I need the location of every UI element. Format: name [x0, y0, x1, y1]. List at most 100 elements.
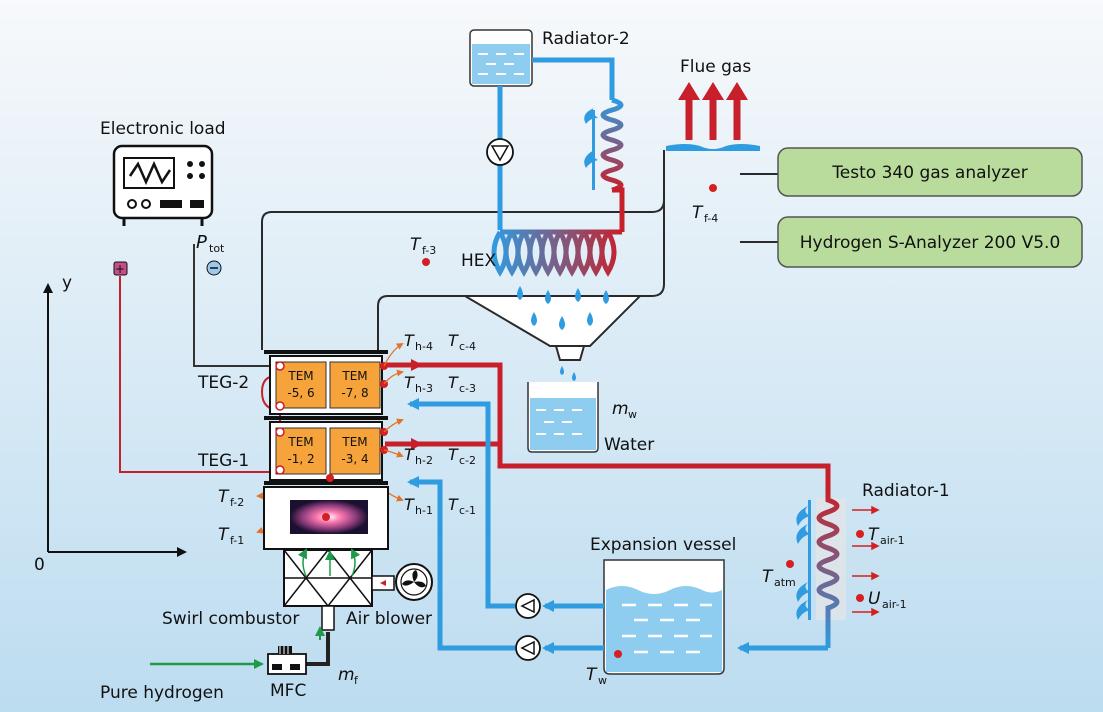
flue-gas-arrows [678, 82, 748, 140]
svg-text:T: T [448, 331, 459, 350]
swirl-combustor: Swirl combustor [162, 486, 389, 631]
svg-text:f-2: f-2 [230, 496, 244, 509]
svg-text:c-3: c-3 [459, 382, 476, 395]
svg-text:T: T [448, 495, 459, 514]
radiator-2-label: Radiator-2 [542, 29, 630, 49]
svg-text:h-3: h-3 [415, 382, 433, 395]
hydrogen-analyzer-label: Hydrogen S-Analyzer 200 V5.0 [800, 233, 1061, 253]
svg-text:-7, 8: -7, 8 [341, 386, 368, 400]
mw-symbol: m [612, 399, 629, 419]
svg-text:c-1: c-1 [459, 504, 476, 517]
mf-subscript: f [354, 674, 359, 687]
svg-text:f-1: f-1 [230, 534, 244, 547]
teg-stack: TEM -5, 6 TEM -7, 8 TEM -1, 2 TEM -3, 4 … [197, 350, 388, 485]
pump-1-icon [515, 593, 541, 619]
svg-text:TEM: TEM [287, 435, 313, 449]
thermocouple-labels: T h-4 T c-4 T h-3 T c-3 T h-2 T c-2 T h-… [218, 331, 476, 547]
tem-34: TEM -3, 4 [329, 427, 381, 475]
heat-exchanger: HEX T f-3 [410, 229, 643, 391]
tem-12: TEM -1, 2 [275, 427, 327, 475]
svg-text:c-2: c-2 [459, 454, 476, 467]
svg-text:TEM: TEM [341, 435, 367, 449]
svg-text:T: T [218, 487, 230, 507]
tair1-subscript: air-1 [880, 534, 905, 547]
uair1-symbol: U [868, 589, 881, 609]
tf3-symbol: T [410, 235, 422, 255]
swirl-combustor-label: Swirl combustor [162, 609, 299, 629]
ptot-subscript: tot [209, 242, 225, 255]
airflow-arrows [852, 505, 880, 617]
svg-text:T: T [404, 373, 415, 392]
tf4-symbol: T [692, 203, 704, 223]
expansion-vessel-label: Expansion vessel [590, 535, 736, 555]
uair1-subscript: air-1 [882, 598, 907, 611]
tatm-subscript: atm [774, 576, 796, 589]
svg-text:T: T [404, 495, 415, 514]
svg-text:h-2: h-2 [415, 454, 433, 467]
svg-text:T: T [448, 373, 459, 392]
electronic-load-label: Electronic load [100, 119, 226, 139]
tf4-subscript: f-4 [704, 212, 718, 225]
svg-text:-3, 4: -3, 4 [341, 452, 368, 466]
mfc-label: MFC [270, 681, 306, 701]
radiator-1-fan [796, 500, 811, 620]
tem-56: TEM -5, 6 [275, 361, 327, 409]
water-collector: Water m w [527, 382, 654, 455]
electronic-load: Electronic load P tot + [100, 119, 226, 276]
uair1-sensor-dot [856, 594, 864, 602]
pure-hydrogen-label: Pure hydrogen [100, 683, 224, 703]
flue-gas-label: Flue gas [680, 57, 751, 77]
positive-terminal-icon [113, 261, 128, 276]
hydrogen-supply: Pure hydrogen MFC m f [100, 626, 359, 703]
tair1-symbol: T [868, 525, 880, 545]
svg-text:T: T [404, 331, 415, 350]
svg-text:c-4: c-4 [459, 340, 476, 353]
water-droplets [517, 286, 609, 391]
flue-gas-outlet: Flue gas T f-4 [666, 57, 760, 225]
mw-subscript: w [628, 408, 637, 421]
teg-2-label: TEG-2 [197, 373, 249, 393]
condensate-funnel [461, 295, 643, 347]
air-blower: Air blower [346, 563, 433, 629]
radiator-1: Radiator-1 T air-1 U air-1 T atm [762, 481, 950, 648]
radiator-2-loop: Radiator-2 [469, 29, 630, 232]
air-blower-label: Air blower [346, 609, 432, 629]
hydrogen-analyzer: Hydrogen S-Analyzer 200 V5.0 [777, 216, 1083, 268]
radiator-2-coil [600, 97, 624, 193]
cold-water-loop: Expansion vessel T w [407, 398, 828, 687]
svg-text:T: T [404, 445, 415, 464]
svg-text:-1, 2: -1, 2 [287, 452, 314, 466]
axis-y-label: y [62, 273, 72, 293]
svg-text:h-1: h-1 [415, 504, 433, 517]
tf3-sensor-dot [422, 258, 430, 266]
svg-text:h-4: h-4 [415, 340, 433, 353]
tatm-sensor-dot [786, 560, 794, 568]
pump-2-icon [515, 635, 541, 661]
hex-label: HEX [461, 251, 497, 271]
mf-symbol: m [338, 665, 355, 685]
svg-text:TEM: TEM [287, 369, 313, 383]
ptot-symbol: P [196, 232, 207, 253]
tatm-symbol: T [762, 567, 774, 587]
tw-symbol: T [586, 665, 598, 685]
tf3-subscript: f-3 [422, 244, 436, 257]
expansion-vessel: Expansion vessel T w [586, 535, 736, 687]
tair1-sensor-dot [856, 530, 864, 538]
teg-1-label: TEG-1 [197, 451, 249, 471]
axis-origin-label: 0 [34, 555, 45, 575]
svg-text:T: T [218, 525, 230, 545]
tw-sensor-dot [614, 650, 622, 658]
svg-text:-5, 6: -5, 6 [287, 386, 314, 400]
radiator-1-label: Radiator-1 [862, 481, 950, 501]
testo-analyzer-label: Testo 340 gas analyzer [831, 163, 1027, 183]
svg-text:TEM: TEM [341, 369, 367, 383]
testo-analyzer: Testo 340 gas analyzer [777, 147, 1083, 197]
tem-78: TEM -7, 8 [329, 361, 381, 409]
tw-subscript: w [598, 674, 607, 687]
water-label: Water [604, 435, 654, 455]
tf4-sensor-dot [709, 184, 717, 192]
svg-text:T: T [448, 445, 459, 464]
